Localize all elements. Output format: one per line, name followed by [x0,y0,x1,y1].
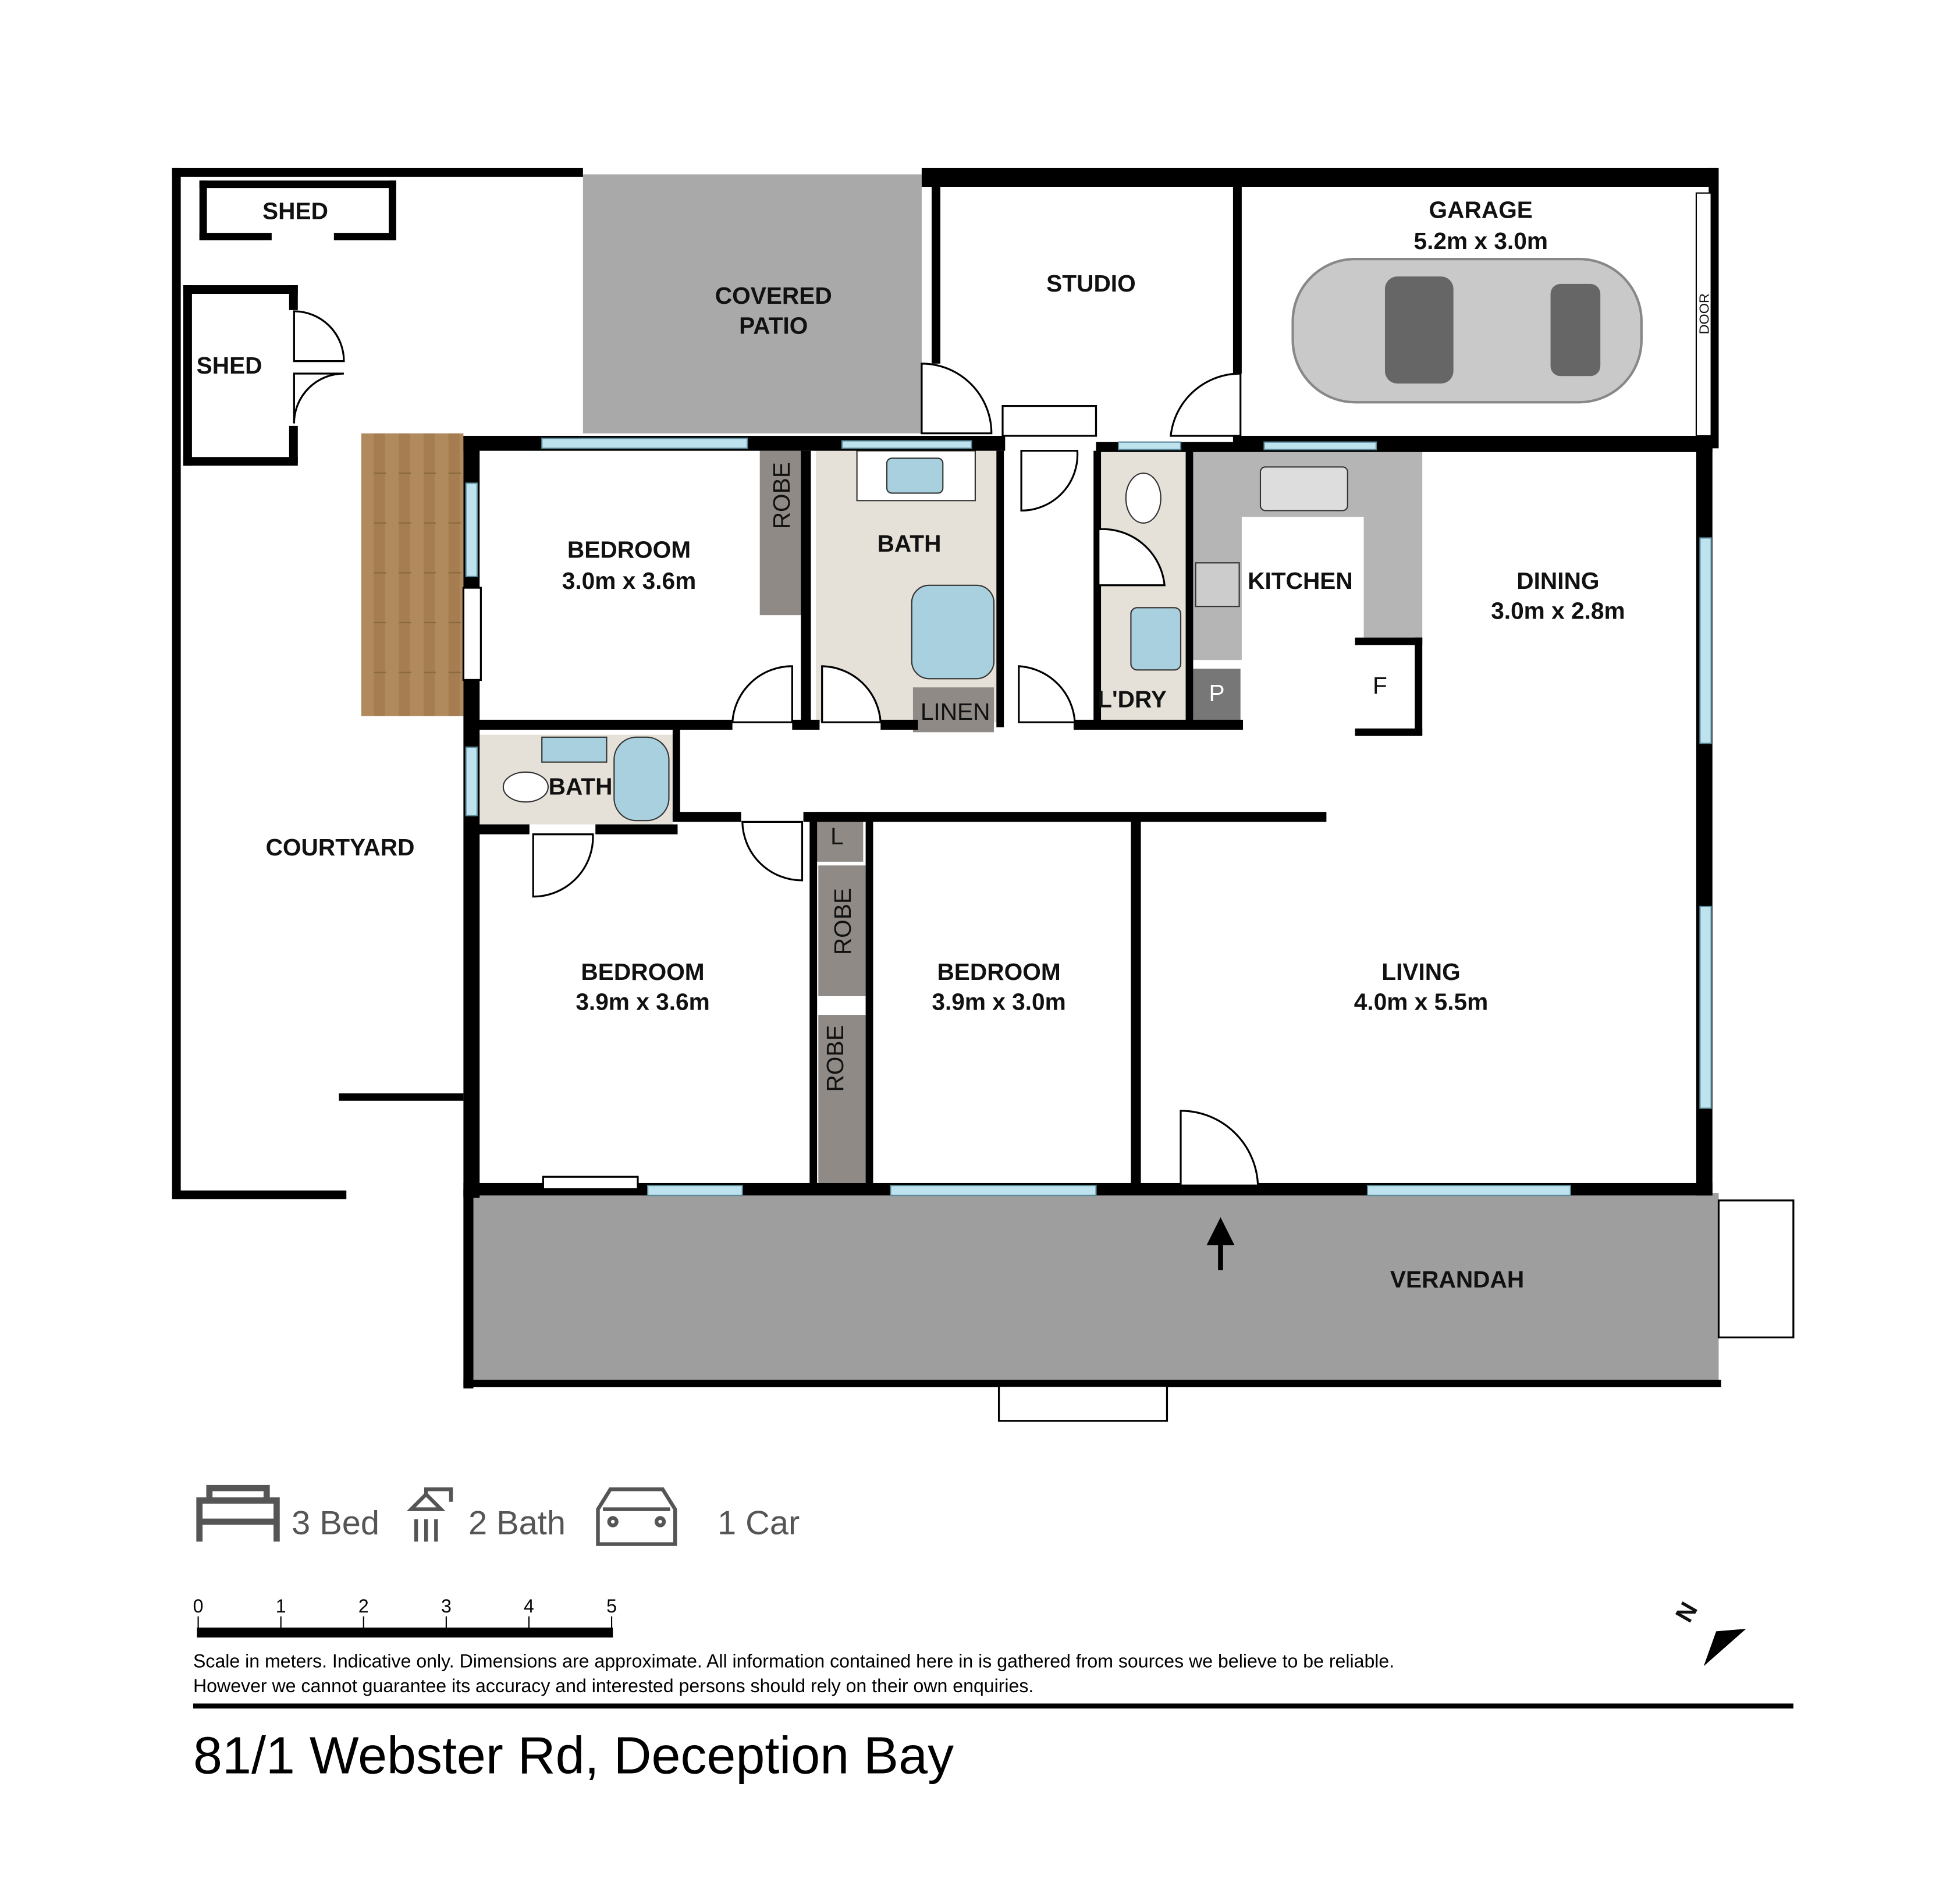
basin-2 [541,736,608,763]
room-dim-bedroom-3: 3.9m x 3.0m [932,989,1065,1015]
doors [293,310,1795,1422]
robe-3 [818,1015,866,1183]
room-dim-living: 4.0m x 5.5m [1354,989,1488,1015]
north-arrow-icon: N [1670,1597,1746,1667]
shower-2 [613,736,670,822]
covered-patio-floor [582,174,922,434]
scale-bar: 0 1 2 3 4 5 [193,1596,617,1638]
room-label-living: LIVING [1381,958,1460,985]
room-dim-bedroom-2: 3.9m x 3.6m [576,989,709,1015]
fridge-label: F [1373,672,1387,699]
room-label-garage: GARAGE [1429,196,1533,223]
entry-arrow-icon [1206,1217,1235,1270]
scale-tick-label: 4 [524,1596,534,1617]
room-label-courtyard: COURTYARD [266,834,415,861]
kitchen-bench [1193,450,1423,660]
room-label-covered-patio-2: PATIO [739,312,808,339]
room-label-bedroom-3: BEDROOM [937,958,1060,985]
room-label-verandah: VERANDAH [1390,1266,1524,1293]
bath-count: 2 Bath [468,1504,566,1541]
room-dim-garage: 5.2m x 3.0m [1414,228,1548,254]
bed-icon [196,1484,280,1542]
scale-tick-label: 3 [441,1596,452,1617]
bathtub [911,584,995,680]
windows [465,192,1712,1196]
scale-tick-label: 1 [276,1596,286,1617]
verandah-floor [463,1193,1719,1385]
pantry-label: P [1209,680,1225,706]
room-label-bedroom-2: BEDROOM [581,958,704,985]
room-label-covered-patio: COVERED [715,282,832,309]
scale-tick-label: 0 [193,1596,204,1617]
room-label-bedroom-1: BEDROOM [567,537,691,563]
bed-count: 3 Bed [292,1504,379,1541]
disclaimer-line-1: Scale in meters. Indicative only. Dimens… [193,1650,1394,1671]
car-count: 1 Car [717,1504,800,1541]
room-label-studio: STUDIO [1046,270,1136,297]
robe-label-3: ROBE [822,1025,848,1092]
laundry-tub [1130,607,1182,671]
room-label-dining: DINING [1516,567,1599,594]
cooktop [1195,562,1240,608]
scale-tick-label: 2 [358,1596,369,1617]
disclaimer-line-2: However we cannot guarantee its accuracy… [193,1675,1033,1696]
basin-icon [886,457,944,494]
kitchen-sink [1259,466,1348,511]
room-label-bath: BATH [878,530,942,557]
room-label-laundry: L'DRY [1097,685,1167,712]
north-label: N [1670,1597,1703,1627]
room-label-shed: SHED [262,198,328,225]
room-label-kitchen: KITCHEN [1248,567,1353,594]
shower-icon [406,1487,453,1542]
car-graphic [1291,257,1643,404]
room-dim-bedroom-1: 3.0m x 3.6m [562,567,696,594]
footer-divider [193,1703,1793,1709]
toilet-icon [1125,473,1161,524]
deck-floor [361,433,464,716]
linen-label: LINEN [921,698,990,725]
room-label-shed-2: SHED [197,352,262,379]
car-icon [596,1487,677,1546]
room-label-bath-2: BATH [549,773,613,800]
robe-label-1: ROBE [768,462,795,529]
property-address: 81/1 Webster Rd, Deception Bay [193,1727,954,1785]
scale-tick-label: 5 [606,1596,617,1617]
linen-cupboard [912,687,994,733]
garage-door-label: DOOR [1696,293,1711,335]
robe-label-2: ROBE [829,888,856,955]
pantry [1193,669,1241,722]
linen-small-label: L [830,823,844,850]
robe-1 [759,450,804,616]
toilet-2-icon [502,771,549,803]
room-dim-dining: 3.0m x 2.8m [1491,598,1625,624]
robe-2 [818,865,866,996]
